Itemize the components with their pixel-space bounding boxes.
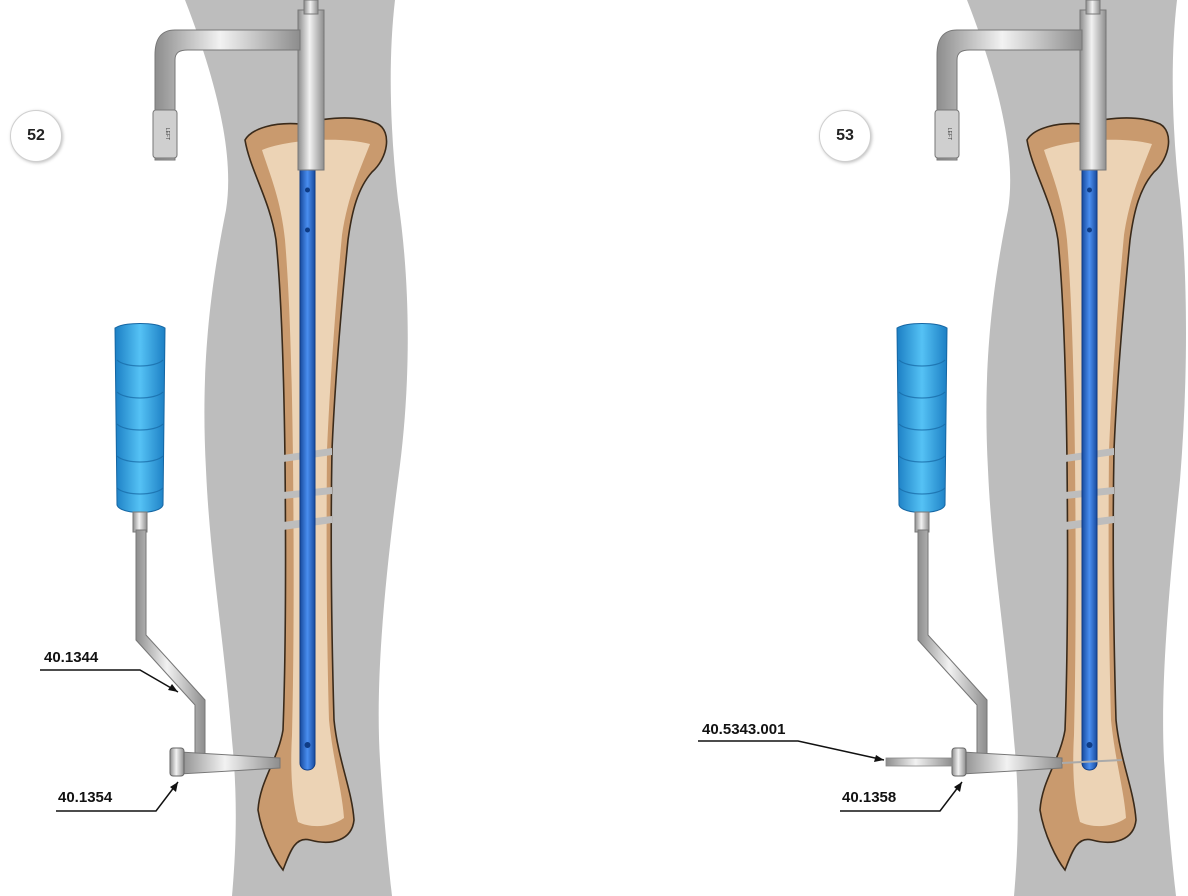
intramedullary-nail [1082, 160, 1097, 770]
bent-shaft [918, 530, 987, 760]
callout-label: 40.1344 [44, 649, 98, 666]
step-53-panel: LEFT 53 40.5343.001 40.1358 [594, 0, 1188, 896]
step-number-badge: 52 [10, 110, 62, 162]
step-number-badge: 53 [819, 110, 871, 162]
callout-leader-lines [698, 741, 962, 811]
bent-shaft [136, 530, 205, 760]
screwdriver-handle [115, 324, 165, 533]
drill-bit [886, 758, 952, 766]
callout-label: 40.1358 [842, 789, 896, 806]
jig-left-mark: LEFT [946, 128, 952, 140]
step-52-panel: LEFT 52 40.1344 40.1354 [0, 0, 594, 896]
step-52-illustration: LEFT [0, 0, 594, 896]
screwdriver-handle [897, 324, 947, 533]
callout-label: 40.5343.001 [702, 721, 785, 738]
jig-left-mark: LEFT [164, 128, 170, 140]
intramedullary-nail [300, 160, 315, 770]
step-53-illustration: LEFT [594, 0, 1188, 896]
callout-label: 40.1354 [58, 789, 112, 806]
